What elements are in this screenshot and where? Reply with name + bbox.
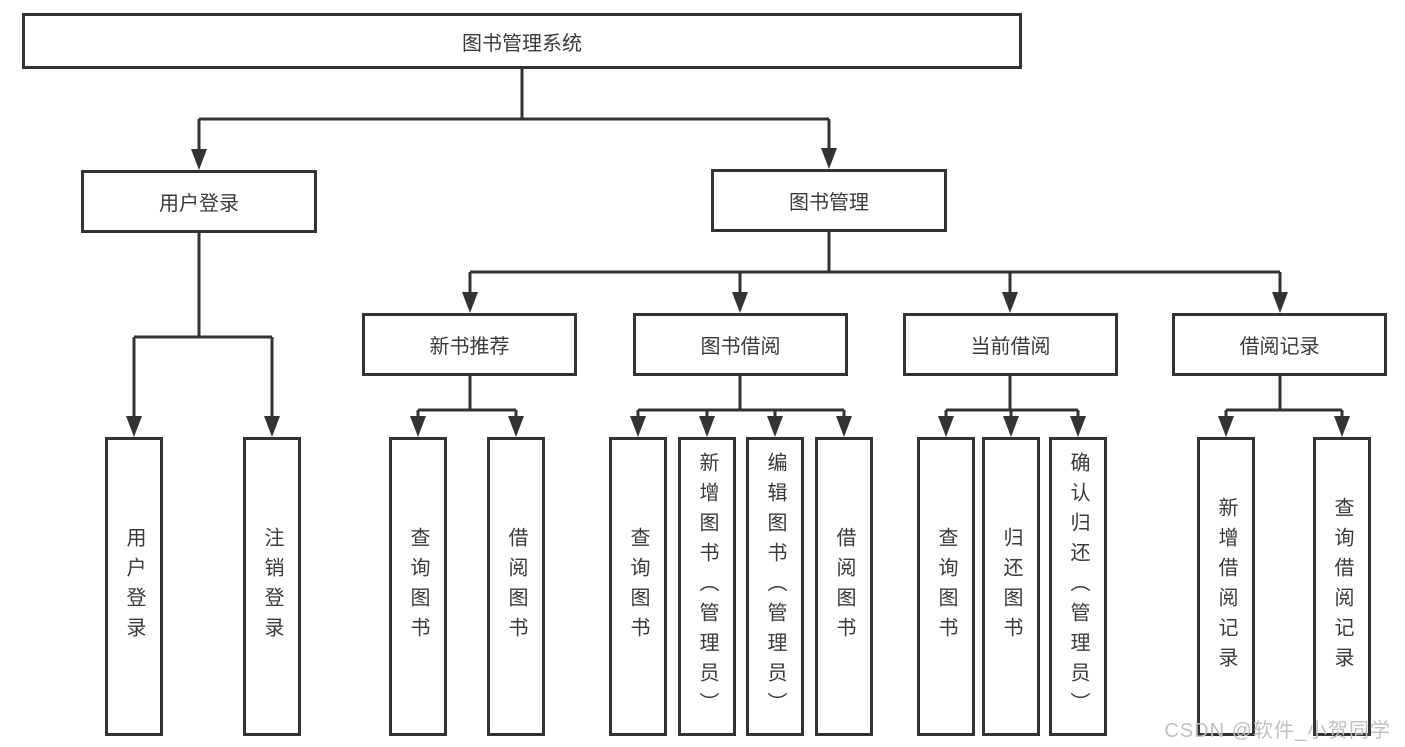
leaf-user-login: 用户登录 bbox=[105, 437, 163, 736]
node-book-management: 图书管理 bbox=[711, 169, 947, 232]
node-book-borrow: 图书借阅 bbox=[633, 313, 848, 376]
leaf-add-book-admin: 新增图书（管理员） bbox=[678, 437, 736, 736]
leaf-logout: 注销登录 bbox=[243, 437, 301, 736]
node-new-book-recommend: 新书推荐 bbox=[362, 313, 577, 376]
leaf-edit-book-admin: 编辑图书（管理员） bbox=[746, 437, 804, 736]
arrowheads bbox=[126, 148, 1350, 437]
leaf-borrow-books-borrow: 借阅图书 bbox=[815, 437, 873, 736]
leaf-query-books-recommend: 查询图书 bbox=[389, 437, 447, 736]
leaf-query-borrow-record: 查询借阅记录 bbox=[1313, 437, 1371, 736]
node-user-login: 用户登录 bbox=[81, 170, 317, 233]
connector-paths bbox=[132, 69, 1344, 419]
node-current-borrow: 当前借阅 bbox=[903, 313, 1118, 376]
leaf-confirm-return-admin: 确认归还（管理员） bbox=[1049, 437, 1107, 736]
node-borrow-records: 借阅记录 bbox=[1172, 313, 1387, 376]
leaf-query-books-borrow: 查询图书 bbox=[609, 437, 667, 736]
leaf-add-borrow-record: 新增借阅记录 bbox=[1197, 437, 1255, 736]
leaf-borrow-books-recommend: 借阅图书 bbox=[487, 437, 545, 736]
leaf-query-books-current: 查询图书 bbox=[917, 437, 975, 736]
node-library-system: 图书管理系统 bbox=[22, 13, 1022, 69]
csdn-watermark: CSDN @软件_小贺同学 bbox=[1164, 720, 1391, 742]
leaf-return-book: 归还图书 bbox=[982, 437, 1040, 736]
